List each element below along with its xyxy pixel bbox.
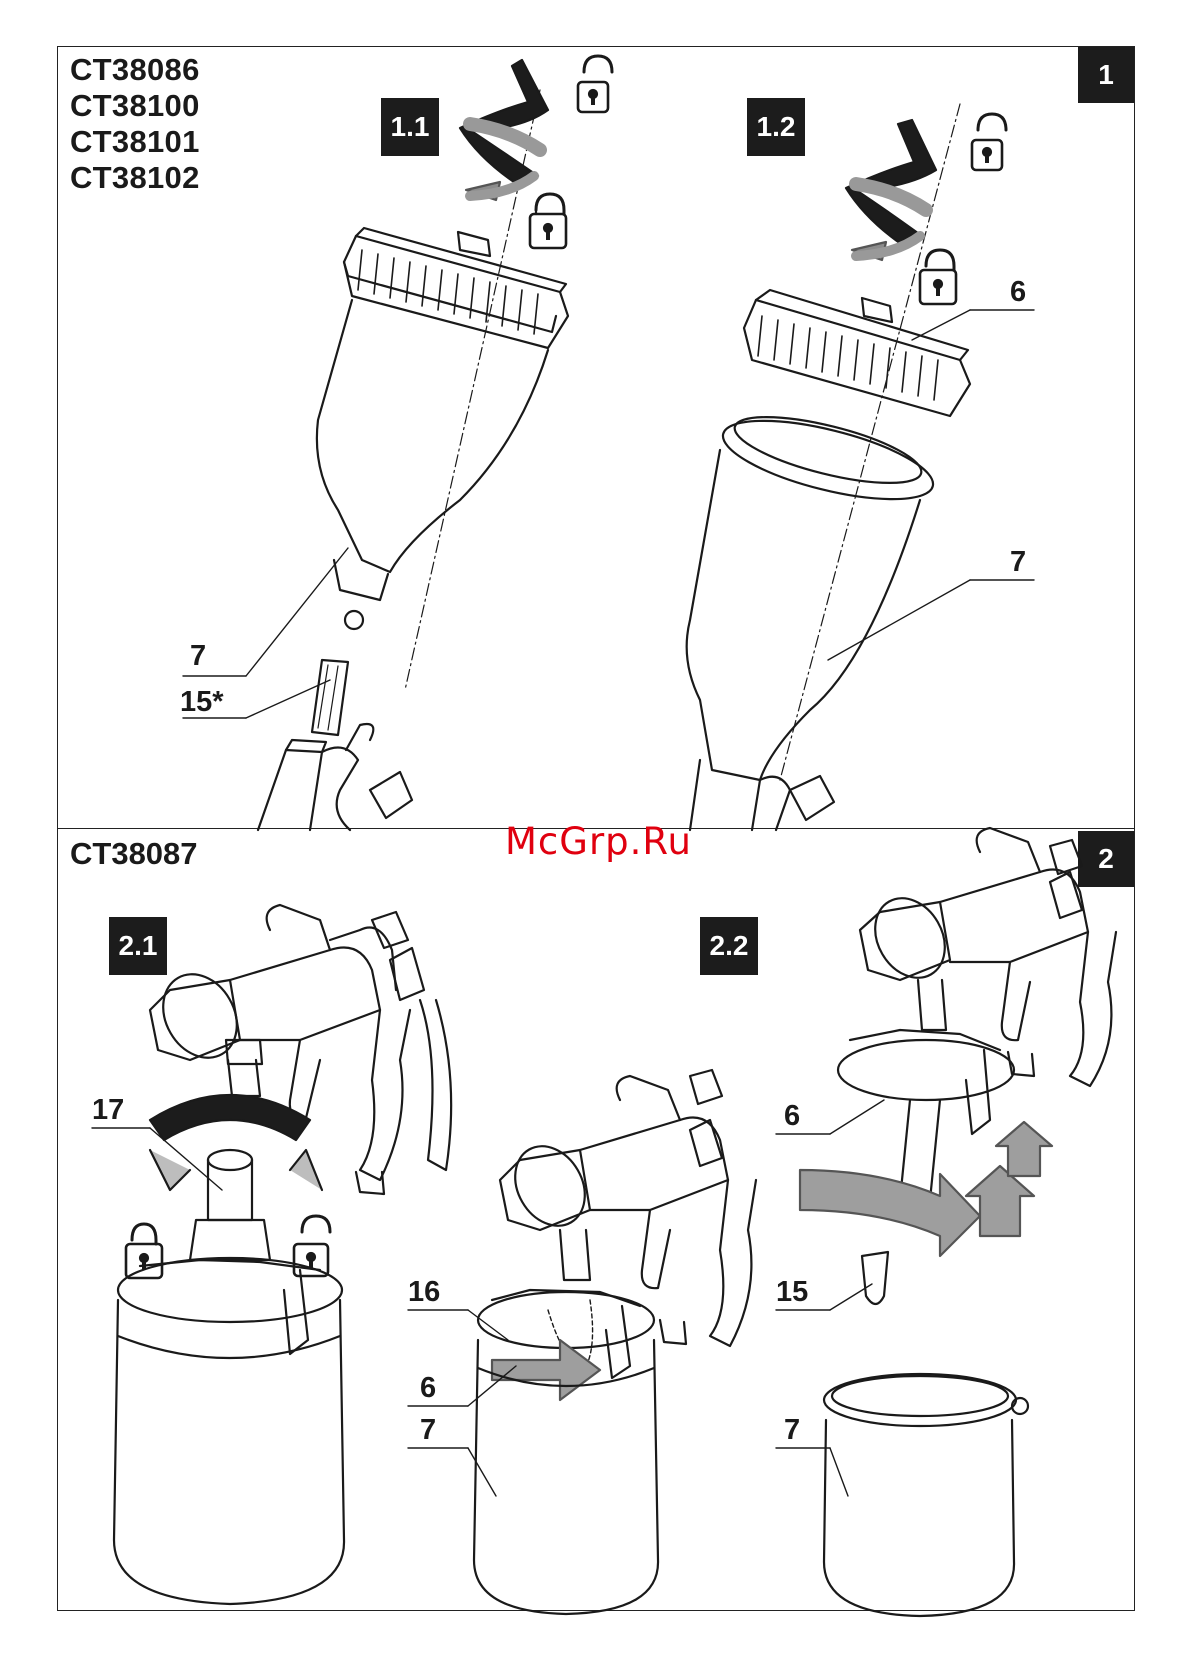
rotate-arrow-icon <box>846 120 936 260</box>
callout-7: 7 <box>420 1414 436 1447</box>
callout-6: 6 <box>1010 276 1026 309</box>
callout-7: 7 <box>1010 546 1026 579</box>
gravity-cup-illustration-1-1 <box>258 90 568 830</box>
spray-gun-pot-illustration-2-2-assembled <box>474 1070 756 1614</box>
lock-closed-icon <box>530 194 566 248</box>
callout-15-star: 15* <box>180 686 224 719</box>
lock-closed-icon <box>920 250 956 304</box>
callout-6: 6 <box>420 1372 436 1405</box>
callout-7: 7 <box>190 640 206 673</box>
callout-leaders <box>92 310 1034 1496</box>
spray-gun-pot-illustration-2-1 <box>114 905 451 1604</box>
callout-17: 17 <box>92 1094 124 1127</box>
spray-gun-pot-illustration-2-2-separated <box>800 828 1116 1616</box>
callout-16: 16 <box>408 1276 440 1309</box>
rotate-arrow-icon <box>460 60 548 200</box>
callout-6: 6 <box>784 1100 800 1133</box>
lock-open-icon <box>972 114 1006 170</box>
lock-closed-icon <box>126 1224 162 1278</box>
callout-7: 7 <box>784 1414 800 1447</box>
lock-open-icon <box>578 56 612 112</box>
callout-15: 15 <box>776 1276 808 1309</box>
